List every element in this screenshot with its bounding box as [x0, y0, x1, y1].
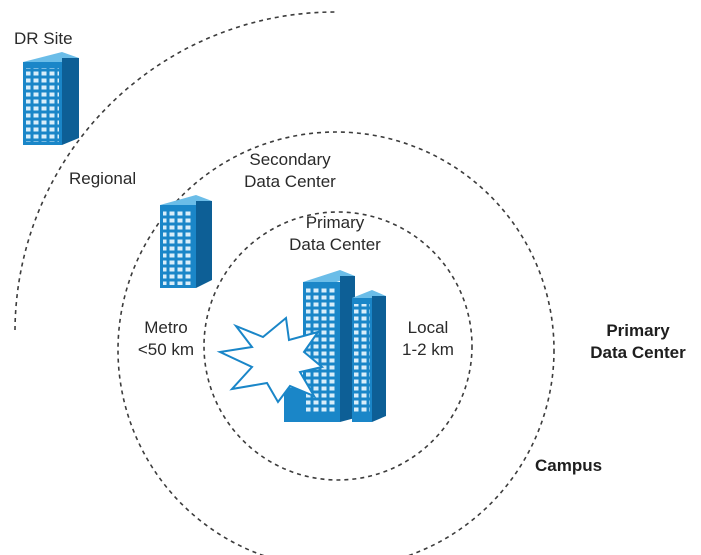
- local-distance-label: Local 1-2 km: [384, 317, 472, 361]
- secondary-label-line1: Secondary: [249, 150, 331, 169]
- primary-outer-label-line1: Primary: [606, 321, 670, 340]
- primary-data-center-inner-label: Primary Data Center: [270, 212, 400, 256]
- secondary-label-line2: Data Center: [244, 172, 336, 191]
- primary-outer-label-line2: Data Center: [590, 343, 686, 362]
- primary-data-center-outer-label: Primary Data Center: [580, 320, 696, 364]
- regional-label: Regional: [69, 169, 137, 188]
- secondary-building-icon: [160, 195, 212, 288]
- primary-inner-label-line1: Primary: [305, 213, 365, 232]
- local-label-line2: 1-2 km: [402, 340, 454, 359]
- metro-ring: [117, 131, 555, 555]
- campus-label: Campus: [535, 456, 603, 475]
- metro-distance-label: Metro <50 km: [122, 317, 210, 361]
- local-ring: [203, 211, 473, 481]
- disaster-starburst-icon: [216, 316, 325, 404]
- primary-inner-label-line2: Data Center: [289, 235, 381, 254]
- local-label-line1: Local: [407, 318, 449, 337]
- metro-label-line2: <50 km: [137, 340, 195, 359]
- secondary-data-center-label: Secondary Data Center: [222, 149, 358, 193]
- metro-label-line1: Metro: [144, 318, 188, 337]
- dr-site-building-icon: [23, 52, 79, 145]
- dr-site-label: DR Site: [14, 29, 73, 48]
- regional-ring: [14, 11, 336, 331]
